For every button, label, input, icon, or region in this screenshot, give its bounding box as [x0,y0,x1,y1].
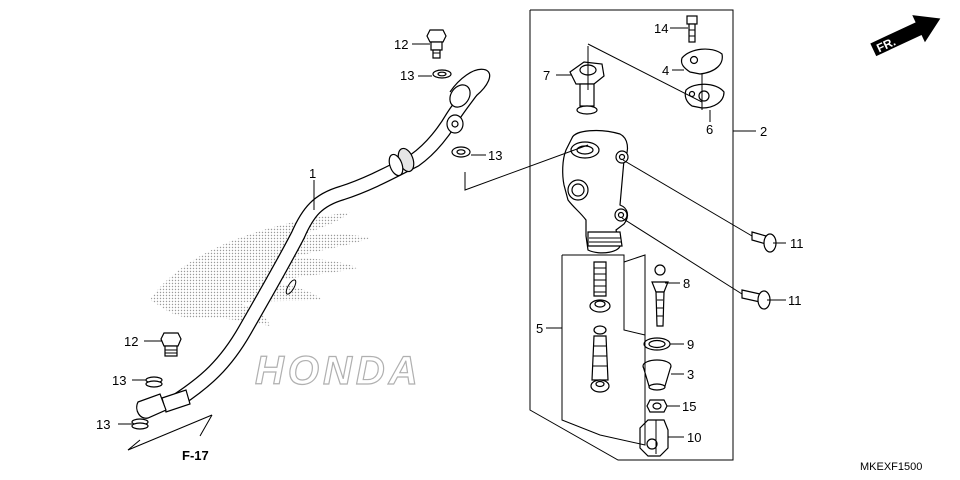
mounting-bolt-upper [751,231,777,253]
dust-boot [642,359,672,391]
callout-3: 3 [687,367,694,382]
mounting-bolt-lower [741,289,771,310]
callout-6: 6 [706,122,713,137]
leader-lines [118,27,786,438]
diagram-code: MKEXF1500 [860,461,922,473]
joint-plate [680,48,723,75]
callout-13-bottom-a: 13 [112,373,126,388]
callout-1: 1 [309,166,316,181]
callout-labels: 12 13 13 1 7 14 4 6 2 5 11 11 8 9 3 15 1… [96,21,804,445]
callout-13-mid: 13 [488,148,502,163]
callout-9: 9 [687,337,694,352]
callout-13-top: 13 [400,68,414,83]
callout-4: 4 [662,63,669,78]
hose-joint [569,61,605,115]
callout-12-bottom: 12 [124,334,138,349]
sealing-washer-bottom-a [145,376,163,388]
banjo-bolt-bottom [160,332,182,357]
push-rod [651,264,669,327]
sealing-washer-bottom-b [131,418,149,430]
callout-15: 15 [682,399,696,414]
callout-12-top: 12 [394,37,408,52]
piston-set [589,261,611,393]
banjo-bolt-top [426,29,447,59]
joint-nut [646,399,668,413]
sealing-washer-mid [451,146,471,158]
assembly-outlines [127,9,734,461]
callout-14: 14 [654,21,668,36]
reference-label: F-17 [182,448,209,463]
callout-10: 10 [687,430,701,445]
callout-7: 7 [543,68,550,83]
callout-11-lower: 11 [788,293,802,308]
clevis-joint [639,419,669,457]
callout-13-bottom-b: 13 [96,417,110,432]
watermark-wordmark: HONDA [255,349,422,393]
callout-11-upper: 11 [790,236,804,251]
brake-hose [136,68,491,419]
screw-top [686,15,698,43]
circlip [643,337,671,351]
callout-5: 5 [536,321,543,336]
rear-master-cylinder-body [562,129,629,254]
callout-8: 8 [683,276,690,291]
honda-wing-watermark: HONDA [150,212,422,394]
sealing-washer-top [432,69,452,79]
callout-2: 2 [760,124,767,139]
front-direction-arrow: FR. [870,15,941,57]
